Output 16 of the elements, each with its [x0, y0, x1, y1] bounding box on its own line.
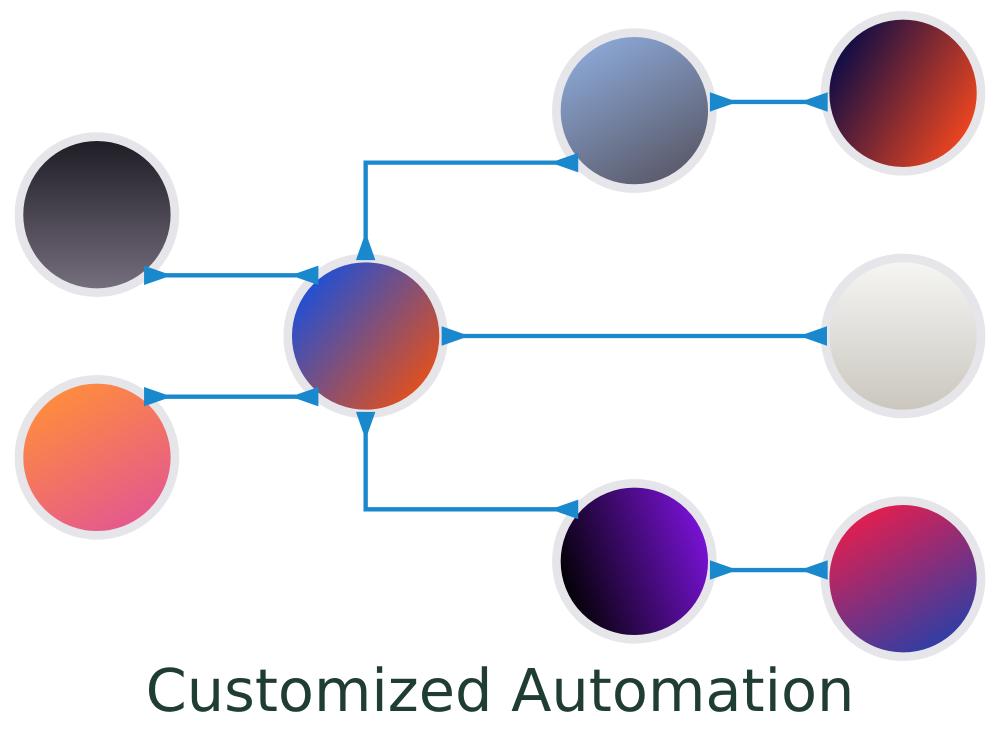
- node-circle: [14, 375, 180, 540]
- node-circle: [14, 132, 180, 297]
- connector: [710, 92, 828, 112]
- node-circle: [820, 254, 986, 418]
- diagram-title: Customized Automation: [146, 656, 854, 725]
- connector: [356, 412, 578, 520]
- node-circle: [552, 479, 717, 644]
- connector: [144, 386, 318, 406]
- connector: [442, 326, 827, 346]
- connector: [144, 266, 318, 286]
- node-circle: [283, 254, 448, 418]
- node-circle: [820, 496, 986, 662]
- connector: [710, 560, 828, 580]
- connector: [356, 152, 578, 260]
- node-circle: [552, 28, 717, 193]
- node-circle: [820, 10, 986, 176]
